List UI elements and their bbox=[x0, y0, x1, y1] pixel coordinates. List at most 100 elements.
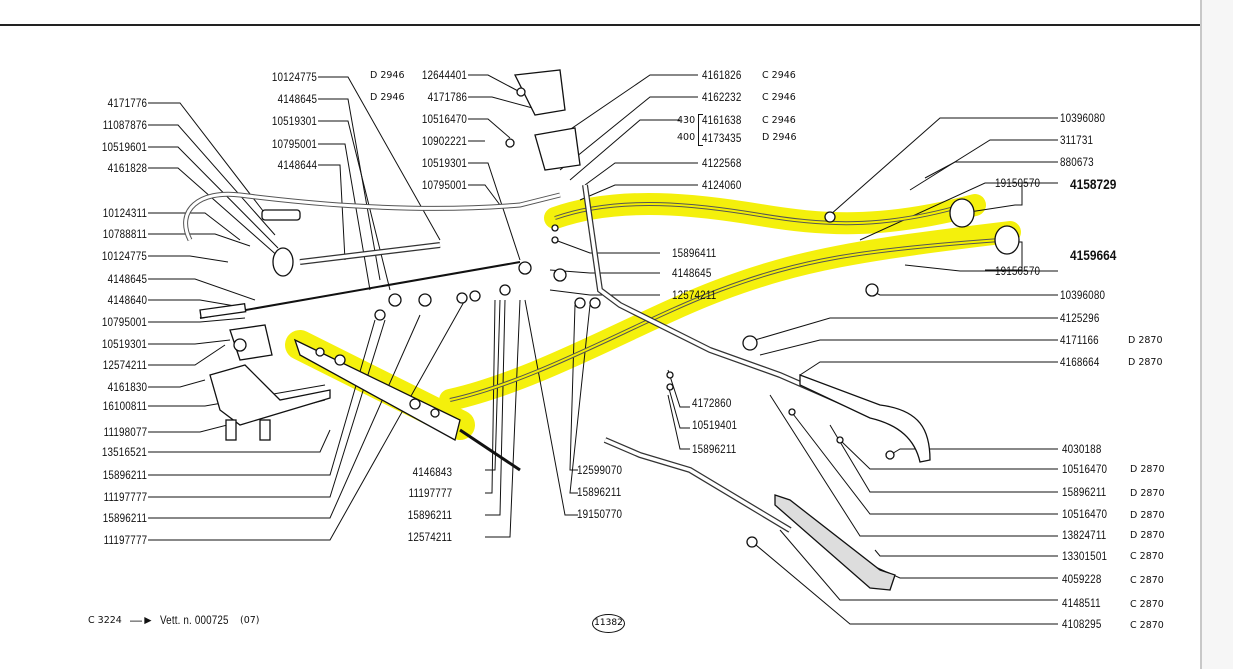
part-label: 4148645 bbox=[672, 266, 712, 280]
part-label: 880673 bbox=[1060, 155, 1094, 169]
leader-lines bbox=[148, 74, 1058, 625]
part-label: 12574211 bbox=[102, 358, 147, 372]
part-label: 15896211 bbox=[1062, 485, 1107, 499]
drawing-code: C 2870 bbox=[1130, 599, 1164, 610]
pivot bbox=[272, 247, 294, 277]
threaded-stud bbox=[199, 303, 247, 319]
drawing-code: C 2946 bbox=[762, 70, 796, 81]
part-label: 10516470 bbox=[1062, 462, 1108, 476]
part-label: 19150570 bbox=[995, 264, 1041, 278]
part-label: 15896211 bbox=[102, 511, 147, 525]
part-label: 13516521 bbox=[101, 445, 147, 459]
part-label: 10795001 bbox=[271, 137, 317, 151]
part-label: 4030188 bbox=[1062, 442, 1102, 456]
part-label: 15896211 bbox=[407, 508, 452, 522]
part-label: 19150770 bbox=[577, 507, 623, 521]
footer-code: C 3224 bbox=[88, 615, 122, 626]
part-label: 10124311 bbox=[102, 206, 147, 220]
footer-suffix: (07) bbox=[240, 615, 260, 626]
pedal-arm bbox=[774, 494, 896, 591]
drawing-code: D 2870 bbox=[1130, 530, 1165, 541]
part-label: 4148645 bbox=[277, 92, 317, 106]
bracket-left bbox=[209, 364, 331, 426]
bracket-top-2 bbox=[534, 127, 581, 171]
part-label: 4108295 bbox=[1062, 617, 1102, 631]
drawing-code: D 2946 bbox=[370, 70, 405, 81]
part-label: 11197777 bbox=[408, 486, 452, 500]
part-label: 13301501 bbox=[1062, 549, 1108, 563]
part-label: 4148644 bbox=[277, 158, 317, 172]
drawing-code: D 2870 bbox=[1130, 488, 1165, 499]
part-label: 4146843 bbox=[412, 465, 452, 479]
part-label: 11087876 bbox=[102, 118, 147, 132]
part-label: 10519301 bbox=[271, 114, 317, 128]
part-label: 10519301 bbox=[101, 337, 147, 351]
footer-text: Vett. n. 000725 bbox=[160, 613, 229, 627]
part-label: 10902221 bbox=[421, 134, 467, 148]
sheathed-cable-left bbox=[183, 191, 561, 242]
part-label: 4172860 bbox=[692, 396, 732, 410]
parts-diagram-page: 4171776 11087876 10519601 4161828 101243… bbox=[0, 24, 1200, 633]
handle-lever bbox=[799, 374, 931, 463]
part-label: 12644401 bbox=[421, 68, 467, 82]
part-label: 4148645 bbox=[107, 272, 147, 286]
drawing-code: C 2870 bbox=[1130, 575, 1164, 586]
knob-upper bbox=[949, 198, 975, 228]
bracket bbox=[698, 114, 703, 146]
part-label: 10516470 bbox=[1062, 507, 1108, 521]
drawing-code: D 2870 bbox=[1128, 335, 1163, 346]
part-label: 15896211 bbox=[577, 485, 622, 499]
part-label: 15896411 bbox=[672, 246, 717, 260]
part-label: 10124775 bbox=[271, 70, 317, 84]
part-label: 16100811 bbox=[102, 399, 147, 413]
drawing-code: C 2946 bbox=[762, 115, 796, 126]
part-label: 10519601 bbox=[101, 140, 147, 154]
threaded-rod bbox=[199, 261, 521, 319]
part-label: 4171166 bbox=[1060, 333, 1099, 347]
exploded-diagram bbox=[148, 69, 1058, 625]
part-label: 10519401 bbox=[692, 418, 738, 432]
part-label: 12574211 bbox=[672, 288, 717, 302]
part-label: 4148511 bbox=[1062, 596, 1101, 610]
bracket-top-1 bbox=[514, 69, 566, 116]
part-label: 15896211 bbox=[692, 442, 737, 456]
part-label: 4148640 bbox=[107, 293, 147, 307]
link-rod bbox=[459, 428, 521, 472]
part-label: 13824711 bbox=[1062, 528, 1107, 542]
spring bbox=[261, 209, 301, 221]
part-label: 11198077 bbox=[103, 425, 147, 439]
drawing-number-stamp: 11382 bbox=[592, 614, 625, 633]
part-label: 4171786 bbox=[427, 90, 467, 104]
part-label: 10788811 bbox=[102, 227, 147, 241]
lever-plate bbox=[293, 338, 461, 441]
drawing-code: D 2870 bbox=[1130, 464, 1165, 475]
knob-lower bbox=[994, 225, 1020, 255]
drawing-code: D 2946 bbox=[762, 132, 797, 143]
variant-code: 400 bbox=[677, 132, 696, 143]
part-label: 10396080 bbox=[1060, 111, 1106, 125]
part-label: 4125296 bbox=[1060, 311, 1100, 325]
part-label: 4161830 bbox=[107, 380, 147, 394]
part-label: 4122568 bbox=[702, 156, 742, 170]
part-label: 4173435 bbox=[702, 131, 742, 145]
part-label: 4161826 bbox=[702, 68, 742, 82]
part-label: 10795001 bbox=[421, 178, 467, 192]
drawing-code: D 2870 bbox=[1128, 357, 1163, 368]
part-label: 10516470 bbox=[421, 112, 467, 126]
part-label: 311731 bbox=[1060, 133, 1094, 147]
drawing-code: C 2870 bbox=[1130, 620, 1164, 631]
scrollbar-track[interactable] bbox=[1200, 0, 1233, 669]
part-label: 19150570 bbox=[995, 176, 1041, 190]
parts-art bbox=[183, 69, 1020, 591]
drawing-code: C 2870 bbox=[1130, 551, 1164, 562]
drawing-code: D 2870 bbox=[1130, 510, 1165, 521]
part-label: 4171776 bbox=[107, 96, 147, 110]
part-label: 4162232 bbox=[702, 90, 742, 104]
drawing-code: C 2946 bbox=[762, 92, 796, 103]
part-label: 11197777 bbox=[103, 533, 147, 547]
variant-code: 430 bbox=[677, 115, 696, 126]
assembly-number: 4159664 bbox=[1070, 247, 1117, 263]
highlight-marks bbox=[285, 193, 1021, 440]
part-label: 10519301 bbox=[421, 156, 467, 170]
part-label: 4168664 bbox=[1060, 355, 1100, 369]
